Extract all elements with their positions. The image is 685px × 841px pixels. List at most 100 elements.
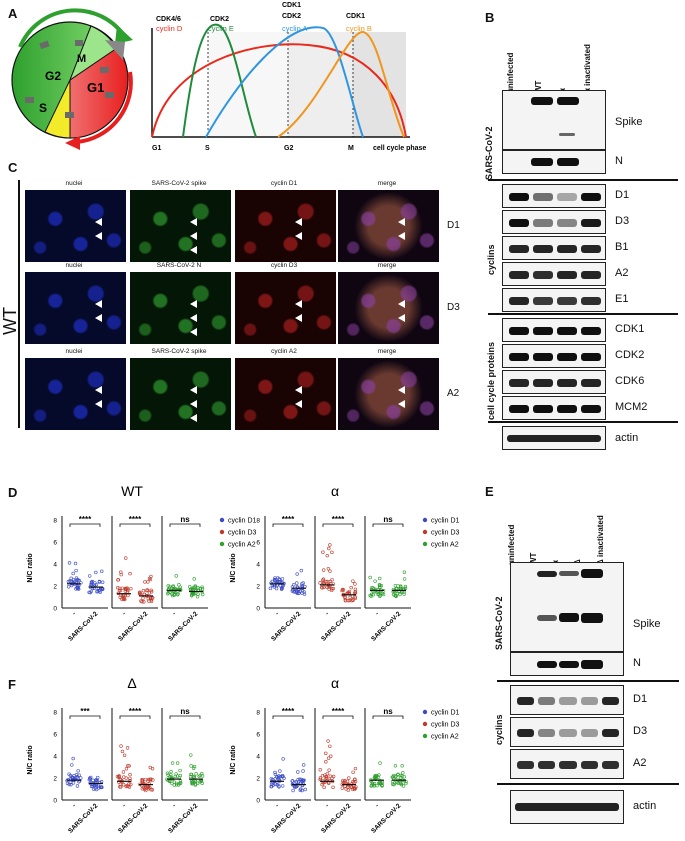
b-cyclin-label-0: D1: [615, 189, 630, 201]
c-image-0-2: [235, 190, 336, 262]
chart-bracket-2-2: [169, 715, 201, 719]
b-cyclin-band-0-2: [557, 193, 577, 201]
e-cyclin-blot-0: [510, 685, 624, 715]
legend-swatch-1-2: [422, 541, 428, 547]
chart-point-2: [172, 783, 177, 787]
x-tick-s: S: [205, 145, 210, 152]
chart-ytick-1-2: 4: [256, 562, 260, 569]
e-cyclin-band-0-1: [538, 697, 556, 705]
chart-point-0: [100, 569, 104, 574]
panel-label-e: E: [485, 484, 494, 499]
chart-point-2: [127, 785, 132, 789]
c-title-1-3: merge: [377, 262, 397, 269]
chart-point-3: [273, 770, 277, 775]
b-cyclin-band-2-1: [533, 245, 553, 253]
chart-point-3: [280, 784, 285, 788]
arrowhead-icon: [295, 300, 302, 308]
chart-bracket-1-1: [322, 523, 354, 527]
b-cyclin-band-3-2: [557, 271, 577, 279]
chart-point-2: [71, 756, 75, 761]
chart-point-1: [318, 581, 322, 585]
c-image-2-2: [235, 358, 336, 430]
chart-point-2: [200, 781, 204, 786]
cdk-label-0: CDK4/6: [156, 16, 181, 23]
chart-point-1: [394, 593, 398, 598]
chart-point-0: [88, 590, 92, 595]
chart-point-0: [138, 591, 142, 595]
chart-ytick-0-3: 6: [53, 540, 57, 547]
chart-xtick-0-1: SARS-CoV-2: [67, 610, 100, 643]
e-cyclin-blot-1: [510, 717, 624, 747]
chart-point-0: [123, 589, 127, 593]
chart-point-3: [318, 776, 323, 780]
chart-point-2: [124, 784, 128, 789]
chart-point-1: [299, 568, 304, 573]
chart-point-1: [295, 591, 300, 596]
chart-sig-0-2: ns: [180, 515, 190, 524]
chart-point-3: [351, 770, 355, 774]
arrowhead-icon: [190, 414, 197, 422]
chart-point-2: [118, 782, 123, 787]
chart-point-2: [197, 774, 201, 779]
legend-swatch-3-0: [422, 709, 428, 715]
chart-xtick-3-5: SARS-CoV-2: [370, 802, 403, 835]
chart-point-0: [120, 586, 124, 590]
e-cyclin-band-1-2: [559, 729, 577, 737]
chart-point-1: [272, 578, 277, 582]
chart-point-1: [340, 587, 345, 592]
chart-sig-3-1: ****: [332, 707, 345, 716]
chart-point-1: [321, 581, 326, 585]
arrowhead-icon: [190, 400, 197, 408]
chart-point-2: [191, 781, 195, 785]
chart-point-0: [90, 579, 95, 584]
b-cc-band-1-3: [581, 353, 601, 361]
cyclin-e-label: cyclin E: [208, 24, 234, 33]
c-title-2-3: merge: [377, 348, 397, 355]
chart-xtick-2-1: SARS-CoV-2: [67, 802, 100, 835]
chart-point-0: [119, 570, 123, 574]
chart-point-2: [65, 781, 70, 786]
chart-point-0: [147, 591, 152, 595]
chart-point-3: [301, 778, 305, 782]
chart-point-1: [296, 585, 300, 590]
chart-point-3: [301, 763, 306, 767]
chart-point-3: [326, 756, 331, 760]
legend-swatch-0-2: [219, 541, 225, 547]
chart-point-1: [322, 568, 326, 572]
chart-point-2: [117, 780, 121, 784]
chart-ytick-3-2: 4: [256, 754, 260, 761]
chart-xtick-2-5: SARS-CoV-2: [167, 802, 200, 835]
chart-point-2: [178, 781, 183, 786]
chart-point-1: [353, 582, 357, 586]
blot-e-actin: [510, 790, 624, 824]
b-cyclin-band-3-1: [533, 271, 553, 279]
chart-point-0: [129, 586, 133, 591]
chart-point-1: [402, 577, 407, 581]
b-divider-2: [488, 313, 678, 315]
chart-point-2: [71, 775, 75, 780]
chart-point-3: [324, 776, 328, 781]
chart-bracket-3-2: [372, 715, 404, 719]
e-band-actin: actin: [633, 800, 657, 812]
chart-point-0: [74, 576, 79, 580]
chart-bracket-3-1: [322, 715, 354, 719]
b-cyclin-band-3-3: [581, 271, 601, 279]
chart-ytick-0-0: 0: [53, 606, 57, 613]
chart-point-3: [402, 775, 406, 779]
chart-ytick-2-3: 6: [53, 732, 57, 739]
panel-label-c: C: [8, 160, 18, 175]
chart-point-1: [331, 586, 335, 591]
chart-point-3: [380, 783, 384, 788]
chart-xtick-3-2: -: [324, 802, 330, 808]
c-title-2-1: SARS-CoV-2 spike: [151, 348, 207, 355]
chart-point-3: [347, 776, 351, 780]
chart-point-1: [402, 570, 407, 574]
chart-point-1: [330, 578, 334, 582]
pie-label-g1: G1: [87, 80, 104, 95]
b-band-n: N: [615, 155, 623, 167]
chart-f-delta: ΔN/C ratio02468-SARS-CoV-2***-SARS-CoV-2…: [27, 675, 208, 835]
chart-point-2: [166, 773, 170, 777]
b-cyclin-band-1-1: [533, 219, 553, 227]
chart-point-3: [327, 768, 331, 772]
e-cyclin-band-1-3: [580, 729, 598, 737]
